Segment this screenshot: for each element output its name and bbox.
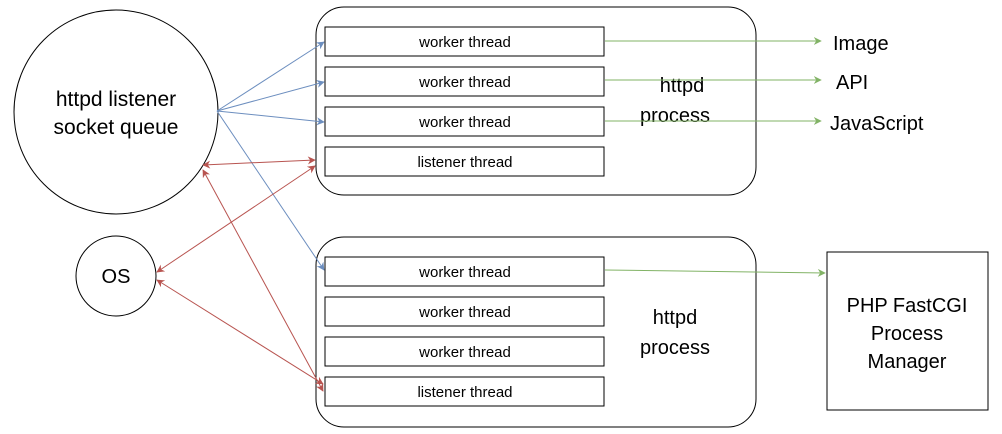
blue-arrows: [216, 41, 325, 271]
queue-to-worker-arrow: [216, 80, 325, 112]
worker-to-fastcgi-arrow: [604, 268, 826, 277]
output-javascript-label: JavaScript: [830, 113, 924, 135]
process-top-label-line2: process: [640, 105, 710, 127]
listener-queue-node: httpd listener socket queue: [13, 9, 219, 215]
httpd-process-top: httpd process worker thread worker threa…: [315, 6, 757, 196]
queue-to-worker-arrow: [216, 41, 325, 112]
red-arrows: [156, 156, 324, 392]
thread-box: worker thread: [324, 336, 605, 367]
output-api-label: API: [836, 72, 868, 94]
green-arrows: [604, 37, 826, 277]
queue-to-worker-arrow: [216, 110, 325, 126]
thread-box: worker thread: [324, 66, 605, 97]
process-bottom-label-line1: httpd: [653, 307, 697, 329]
thread-label: worker thread: [418, 114, 511, 131]
listener-queue-arrow: [202, 169, 324, 392]
listener-queue-arrow: [202, 156, 316, 169]
thread-label: worker thread: [418, 264, 511, 281]
fastcgi-label-line2: Process: [871, 323, 943, 345]
process-bottom-label-line2: process: [640, 337, 710, 359]
thread-box: worker thread: [324, 296, 605, 327]
thread-box: listener thread: [324, 376, 605, 407]
thread-box: worker thread: [324, 256, 605, 287]
thread-label: worker thread: [418, 304, 511, 321]
listener-queue-label-line1: httpd listener: [56, 88, 176, 111]
thread-label: listener thread: [417, 384, 512, 401]
os-node: OS: [75, 235, 157, 317]
fastcgi-manager-node: PHP FastCGI Process Manager: [826, 251, 989, 411]
listener-os-arrow: [156, 279, 324, 385]
fastcgi-label-line3: Manager: [868, 351, 947, 373]
thread-label: worker thread: [418, 74, 511, 91]
thread-label: listener thread: [417, 154, 512, 171]
fastcgi-label-line1: PHP FastCGI: [847, 295, 968, 317]
queue-to-worker-arrow: [216, 110, 325, 271]
httpd-process-bottom: httpd process worker thread worker threa…: [315, 236, 757, 428]
output-image-label: Image: [833, 33, 889, 55]
os-label: OS: [102, 266, 131, 288]
thread-label: worker thread: [418, 34, 511, 51]
thread-box: listener thread: [324, 146, 605, 177]
thread-box: worker thread: [324, 106, 605, 137]
thread-label: worker thread: [418, 344, 511, 361]
thread-box: worker thread: [324, 26, 605, 57]
listener-queue-label-line2: socket queue: [54, 116, 179, 139]
process-top-label-line1: httpd: [660, 75, 704, 97]
